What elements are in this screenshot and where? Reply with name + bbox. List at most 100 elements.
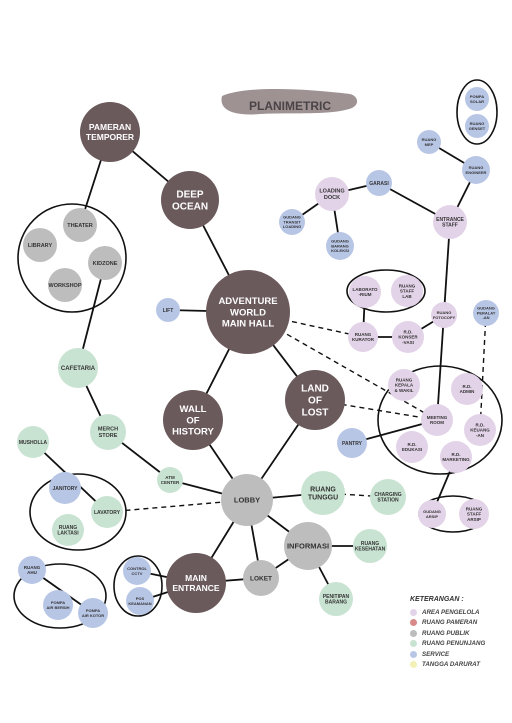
node-circle	[440, 441, 472, 473]
node-label: PANTRY	[342, 441, 363, 447]
edges	[31, 131, 487, 614]
node-label: R.D.ADMIN	[460, 384, 475, 394]
node-label: KIDZONE	[93, 261, 118, 267]
node-circle	[221, 474, 273, 526]
node-label: THEATER	[67, 223, 93, 229]
legend-label: RUANG PENUNJANG	[422, 640, 486, 648]
node-label: LOKET	[250, 575, 272, 582]
node-circle	[91, 496, 123, 528]
legend-swatch	[410, 650, 417, 658]
node-circle	[353, 529, 387, 563]
node-circle	[279, 209, 305, 235]
legend-item: AREA PENGELOLA	[410, 608, 510, 616]
node-label: R.D.KONSER-VASI	[398, 329, 418, 345]
page-title: PLANIMETRIC	[249, 99, 331, 113]
node-circle	[161, 171, 219, 229]
node-circle	[417, 130, 441, 154]
node-lavatory: LAVATORY	[91, 496, 123, 528]
node-circle	[285, 370, 345, 430]
node-circle	[17, 426, 49, 458]
node-lobby: LOBBY	[221, 474, 273, 526]
node-circle	[433, 205, 467, 239]
node-label: LABORATO-RIUM	[352, 287, 378, 297]
node-label: JANITORY	[52, 486, 78, 492]
node-circle	[301, 471, 345, 515]
node-label: R.D.EDUKASI	[402, 442, 422, 452]
node-circle	[319, 582, 353, 616]
node-cafetaria: CAFETARIA	[58, 348, 98, 388]
node-laboratorium: LABORATO-RIUM	[349, 276, 381, 308]
node-circle	[464, 414, 496, 446]
node-workshop: WORKSHOP	[48, 268, 82, 302]
node-circle	[206, 270, 290, 354]
node-circle	[348, 322, 378, 352]
node-rd-edukasi: R.D.EDUKASI	[396, 431, 428, 463]
node-circle	[90, 414, 126, 450]
group-outlines	[13, 79, 503, 629]
node-rd-marketing: R.D.MARKETING	[440, 441, 472, 473]
node-circle	[126, 587, 154, 615]
node-circle	[370, 479, 406, 515]
node-circle	[48, 268, 82, 302]
group-genset-cluster	[456, 79, 498, 145]
node-circle	[52, 514, 84, 546]
legend-item: SERVICE	[410, 650, 510, 658]
node-circle	[349, 276, 381, 308]
node-circle	[157, 467, 183, 493]
node-label: LOBBY	[234, 496, 260, 505]
node-circle	[396, 431, 428, 463]
node-label: R.D.KEUANG-AN	[470, 422, 490, 438]
node-circle	[166, 553, 226, 613]
node-kidzone: KIDZONE	[88, 246, 122, 280]
legend-label: AREA PENGELOLA	[422, 608, 480, 616]
node-rd-admin: R.D.ADMIN	[451, 373, 483, 405]
legend-label: TANGGA DARURAT	[422, 661, 480, 669]
node-janitory: JANITORY	[49, 472, 81, 504]
node-circle	[43, 590, 73, 620]
node-pantry: PANTRY	[337, 428, 367, 458]
group-pump-cluster	[13, 563, 107, 629]
node-loket: LOKET	[243, 560, 279, 596]
node-circle	[49, 472, 81, 504]
node-circle	[451, 373, 483, 405]
